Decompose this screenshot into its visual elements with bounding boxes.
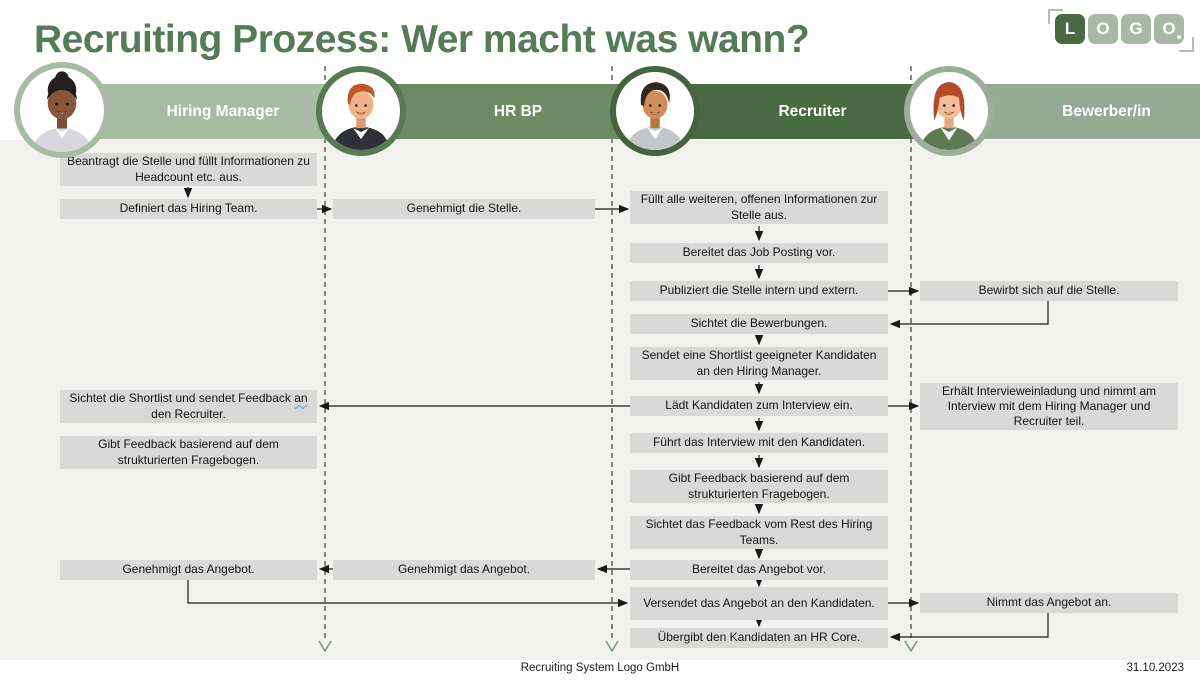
- lane-title: Recruiter: [778, 102, 847, 120]
- task-box: Führt das Interview mit den Kandidaten.: [630, 433, 888, 453]
- task-box: Nimmt das Angebot an.: [920, 593, 1178, 613]
- task-box: Definiert das Hiring Team.: [60, 199, 317, 219]
- task-box: Sichtet die Bewerbungen.: [630, 314, 888, 334]
- logo-letter: O: [1162, 19, 1176, 38]
- hiring-manager-person-icon: [31, 71, 93, 152]
- task-box: Genehmigt das Angebot.: [60, 560, 317, 580]
- logo-tile-o2: O: [1154, 14, 1184, 44]
- lane-title: Bewerber/in: [1062, 102, 1151, 120]
- logo-tile-o1: O: [1088, 14, 1118, 44]
- bewerber-person-icon: [920, 82, 978, 150]
- task-text: den Recruiter.: [151, 406, 226, 421]
- task-box: Bewirbt sich auf die Stelle.: [920, 281, 1178, 301]
- avatar-bewerber: [904, 66, 994, 156]
- task-box: Bereitet das Angebot vor.: [630, 560, 888, 580]
- task-box: Erhält Intervieweinladung und nimmt am I…: [920, 383, 1178, 430]
- task-box: Publiziert die Stelle intern und extern.: [630, 281, 888, 301]
- task-text-spellcheck: an: [294, 391, 308, 406]
- avatar-recruiter: [610, 66, 700, 156]
- footer-date: 31.10.2023: [1126, 662, 1184, 674]
- task-box: Sendet eine Shortlist geeigneter Kandida…: [630, 347, 888, 380]
- task-box: Füllt alle weiteren, offenen Information…: [630, 191, 888, 224]
- avatar-hr-bp: [316, 66, 406, 156]
- recruiter-person-icon: [626, 82, 684, 150]
- lane-title: Hiring Manager: [166, 102, 280, 120]
- logo-tile-l: L: [1055, 14, 1085, 44]
- logo-tile-g: G: [1121, 14, 1151, 44]
- logo-period-dot-icon: [1177, 35, 1181, 39]
- task-box: Genehmigt die Stelle.: [333, 199, 595, 219]
- task-box: Sichtet die Shortlist und sendet Feedbac…: [60, 390, 317, 423]
- task-box: Versendet das Angebot an den Kandidaten.: [630, 587, 888, 620]
- page-title: Recruiting Prozess: Wer macht was wann?: [34, 18, 810, 61]
- task-box: Bereitet das Job Posting vor.: [630, 243, 888, 263]
- task-box: Übergibt den Kandidaten an HR Core.: [630, 628, 888, 648]
- hr-bp-person-icon: [332, 83, 390, 150]
- task-box: Gibt Feedback basierend auf dem struktur…: [630, 470, 888, 503]
- task-box: Beantragt die Stelle und füllt Informati…: [60, 153, 317, 186]
- lane-title: HR BP: [493, 102, 543, 120]
- task-box: Genehmigt das Angebot.: [333, 560, 595, 580]
- company-logo: L O G O: [1048, 9, 1194, 52]
- task-box: Sichtet das Feedback vom Rest des Hiring…: [630, 516, 888, 549]
- logo-bracket-bottom-right-icon: [1179, 37, 1194, 52]
- task-box: Lädt Kandidaten zum Interview ein.: [630, 396, 888, 416]
- avatar-hiring-manager: [14, 62, 110, 158]
- task-text: Sichtet die Shortlist und sendet Feedbac…: [69, 391, 295, 406]
- footer-company-name: Recruiting System Logo GmbH: [520, 662, 680, 674]
- task-box: Gibt Feedback basierend auf dem struktur…: [60, 436, 317, 469]
- logo-bracket-top-left-icon: [1048, 9, 1063, 24]
